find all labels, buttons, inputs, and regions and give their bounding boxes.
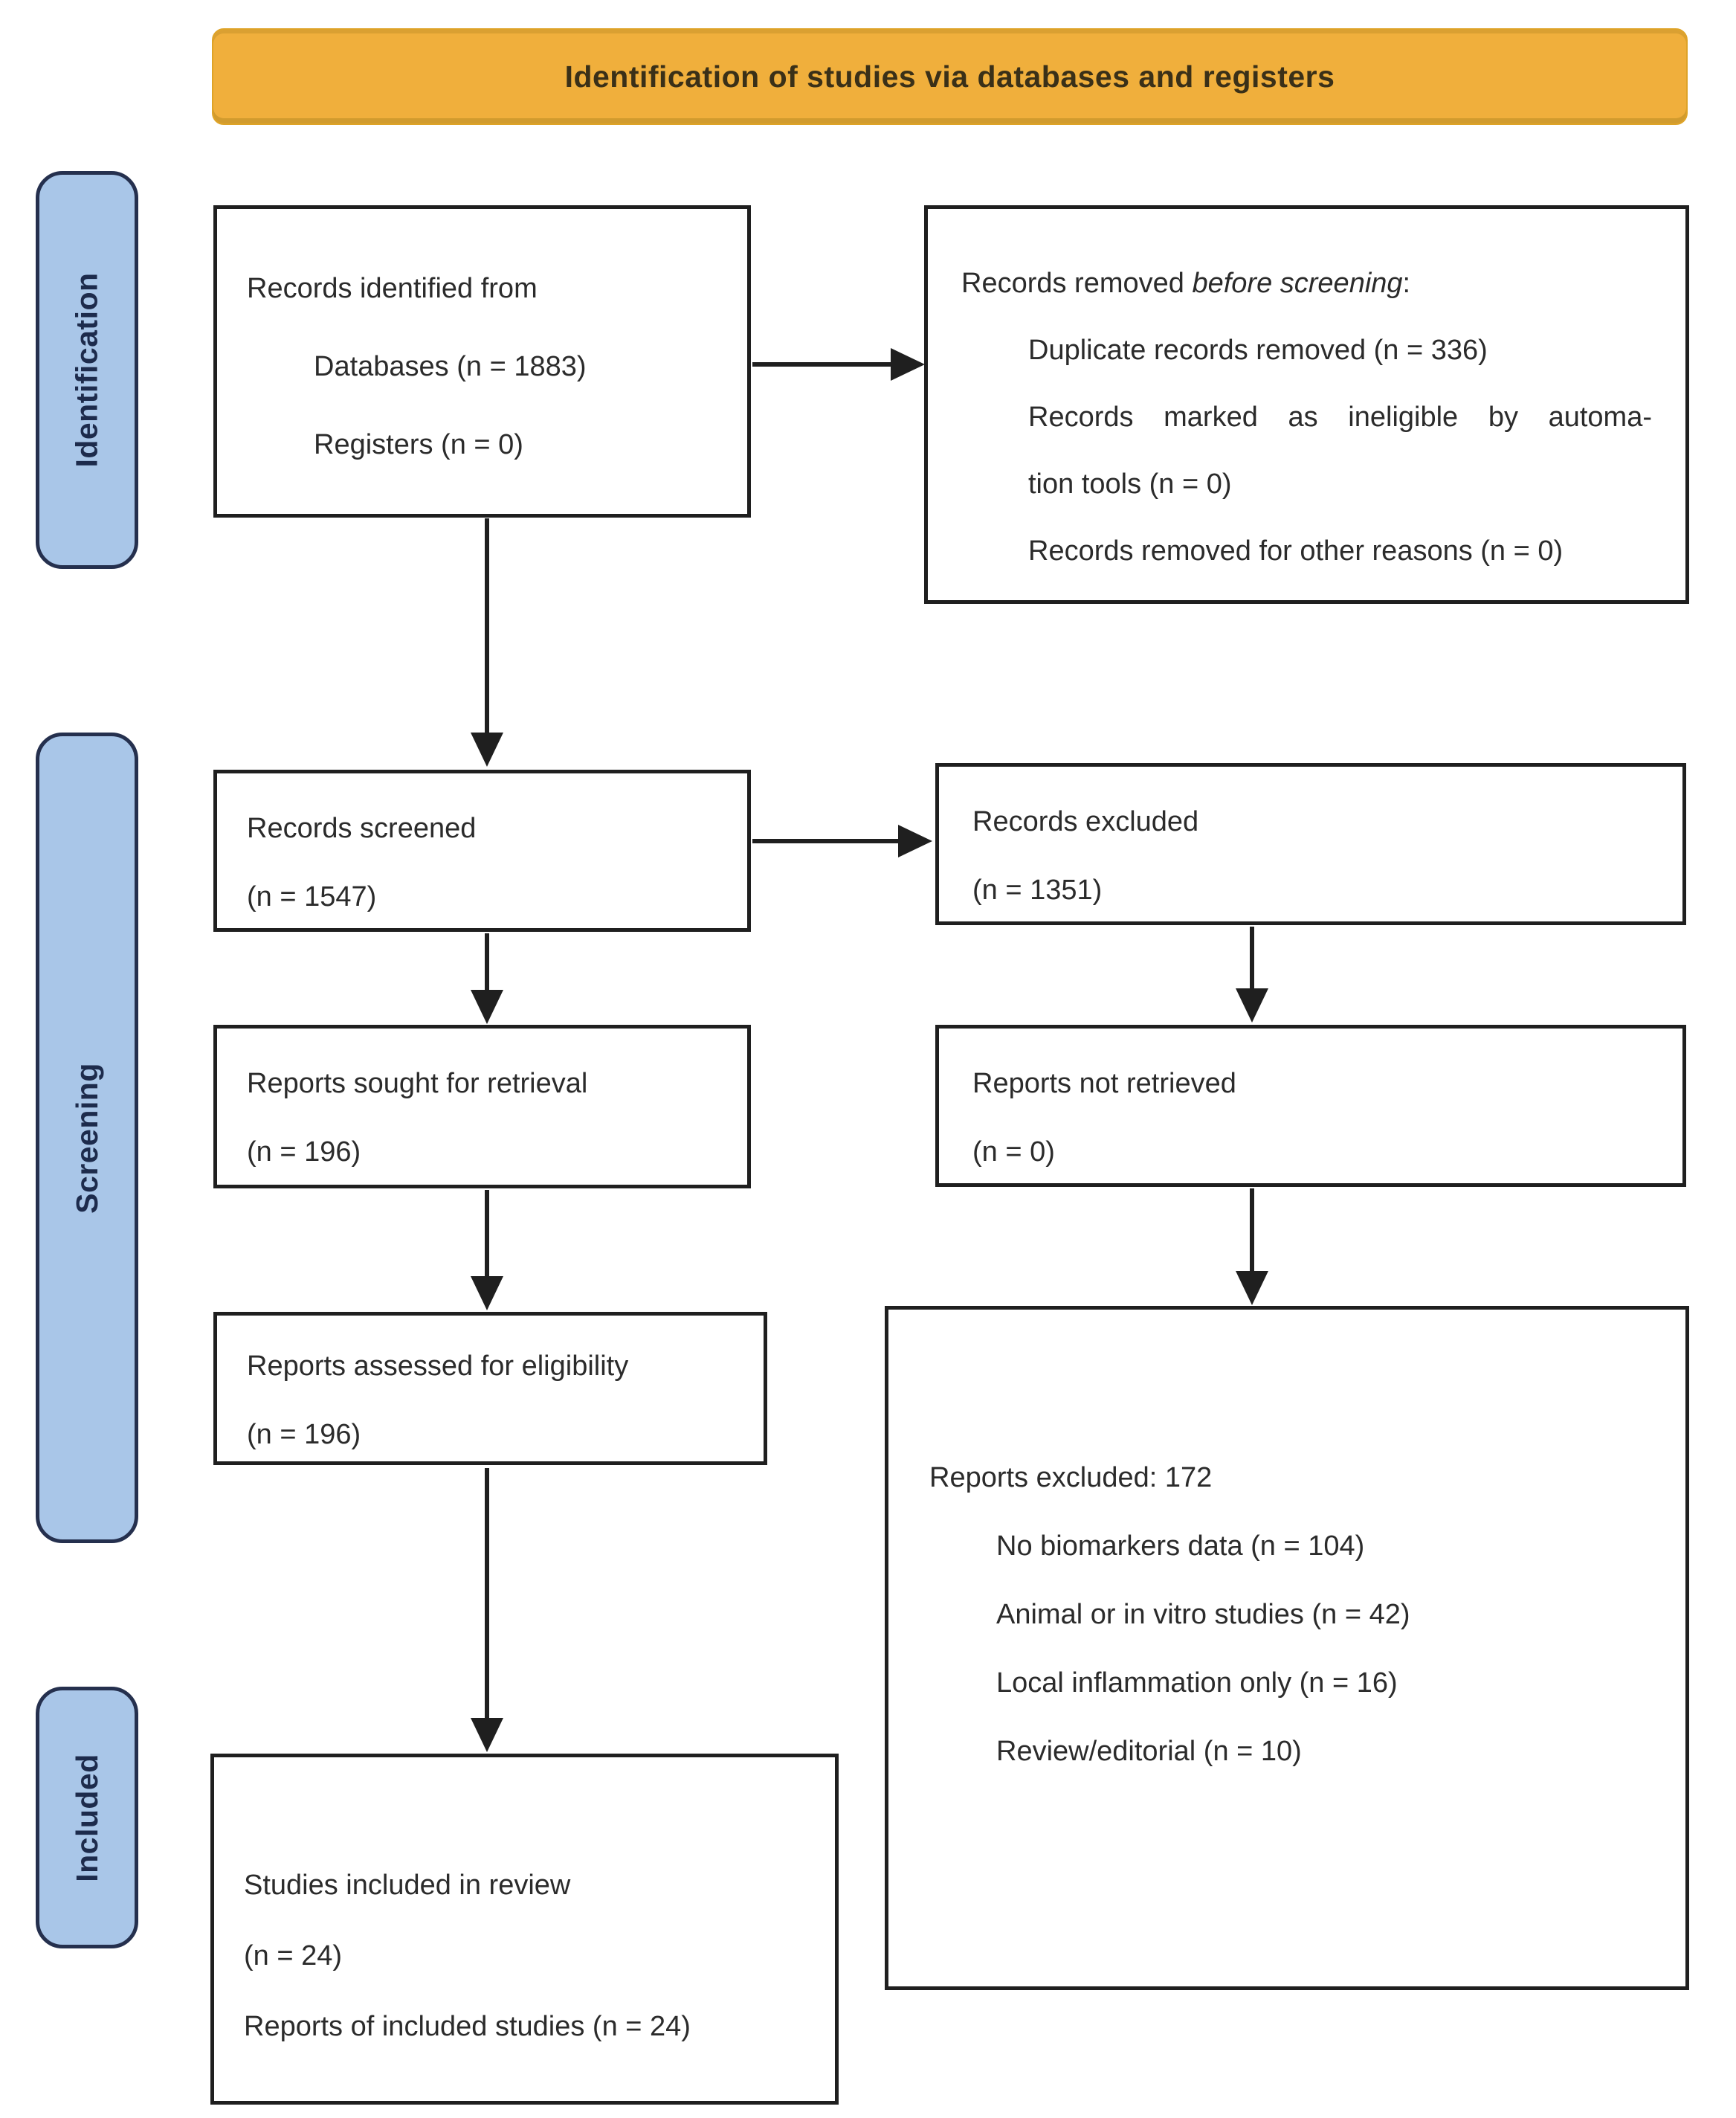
reports-not-retrieved-title: Reports not retrieved [972, 1068, 1236, 1099]
records-removed-title-suffix: : [1402, 268, 1411, 299]
banner-title: Identification of studies via databases … [564, 59, 1335, 94]
stage-screening: Screening [36, 733, 138, 1543]
box-reports-excluded: Reports excluded: 172 No biomarkers data… [885, 1306, 1689, 1990]
studies-included-reports: Reports of included studies (n = 24) [244, 2011, 691, 2042]
records-removed-title-prefix: Records removed [961, 268, 1193, 299]
studies-included-title: Studies included in review [244, 1870, 571, 1901]
arrow-line-sought-to-assessed [485, 1190, 489, 1279]
stage-included: Included [36, 1687, 138, 1948]
box-records-excluded: Records excluded (n = 1351) [935, 763, 1686, 925]
arrow-line-identified-to-screened [485, 518, 489, 734]
box-reports-assessed: Reports assessed for eligibility (n = 19… [213, 1312, 767, 1465]
reports-sought-title: Reports sought for retrieval [247, 1068, 588, 1099]
reports-excluded-review: Review/editorial (n = 10) [996, 1736, 1302, 1767]
box-reports-not-retrieved: Reports not retrieved (n = 0) [935, 1025, 1686, 1187]
studies-included-count: (n = 24) [244, 1940, 343, 1971]
reports-assessed-title: Reports assessed for eligibility [247, 1351, 629, 1382]
arrow-line-not-retrieved-to-reports-excluded [1250, 1188, 1254, 1274]
arrow-head-not-retrieved-to-reports-excluded [1236, 1271, 1268, 1305]
records-excluded-title: Records excluded [972, 806, 1199, 837]
reports-excluded-no-biomarkers: No biomarkers data (n = 104) [996, 1530, 1365, 1562]
records-removed-automation-2: tion tools (n = 0) [1028, 469, 1232, 500]
reports-excluded-title: Reports excluded: 172 [929, 1462, 1213, 1493]
records-identified-databases: Databases (n = 1883) [314, 351, 587, 382]
arrow-head-screened-to-sought [471, 990, 503, 1024]
box-records-removed: Records removed before screening: Duplic… [924, 205, 1689, 604]
records-removed-title-italic: before screening [1192, 268, 1403, 299]
reports-assessed-count: (n = 196) [247, 1419, 361, 1450]
arrow-head-identified-to-removed [891, 348, 925, 381]
box-records-screened: Records screened (n = 1547) [213, 770, 751, 932]
records-removed-automation-1: Records marked as ineligible by automa- [1028, 402, 1652, 433]
records-removed-title: Records removed before screening: [961, 250, 1652, 317]
records-screened-title: Records screened [247, 813, 477, 844]
reports-excluded-local: Local inflammation only (n = 16) [996, 1667, 1398, 1699]
reports-excluded-animal: Animal or in vitro studies (n = 42) [996, 1599, 1410, 1630]
stage-included-label: Included [69, 1753, 104, 1882]
arrow-head-excluded-to-not-retrieved [1236, 988, 1268, 1023]
records-identified-registers: Registers (n = 0) [314, 429, 523, 460]
arrow-line-excluded-to-not-retrieved [1250, 927, 1254, 992]
arrow-head-sought-to-assessed [471, 1276, 503, 1310]
stage-screening-label: Screening [69, 1062, 104, 1214]
arrow-line-identified-to-removed [752, 362, 894, 367]
arrow-line-assessed-to-included [485, 1468, 489, 1721]
box-records-identified: Records identified from Databases (n = 1… [213, 205, 751, 518]
reports-not-retrieved-count: (n = 0) [972, 1136, 1055, 1168]
stage-identification: Identification [36, 171, 138, 569]
stage-identification-label: Identification [69, 272, 104, 468]
reports-sought-count: (n = 196) [247, 1136, 361, 1168]
records-excluded-count: (n = 1351) [972, 875, 1103, 906]
box-studies-included: Studies included in review (n = 24) Repo… [210, 1754, 839, 2105]
arrow-head-identified-to-screened [471, 733, 503, 767]
records-removed-duplicates: Duplicate records removed (n = 336) [1028, 335, 1488, 366]
records-identified-title: Records identified from [247, 273, 538, 304]
records-screened-count: (n = 1547) [247, 881, 377, 912]
records-removed-other: Records removed for other reasons (n = 0… [1028, 535, 1564, 567]
box-reports-sought: Reports sought for retrieval (n = 196) [213, 1025, 751, 1188]
arrow-line-screened-to-excluded [752, 839, 901, 843]
arrow-line-screened-to-sought [485, 933, 489, 993]
arrow-head-screened-to-excluded [898, 825, 932, 857]
arrow-head-assessed-to-included [471, 1718, 503, 1752]
title-banner: Identification of studies via databases … [212, 28, 1688, 125]
